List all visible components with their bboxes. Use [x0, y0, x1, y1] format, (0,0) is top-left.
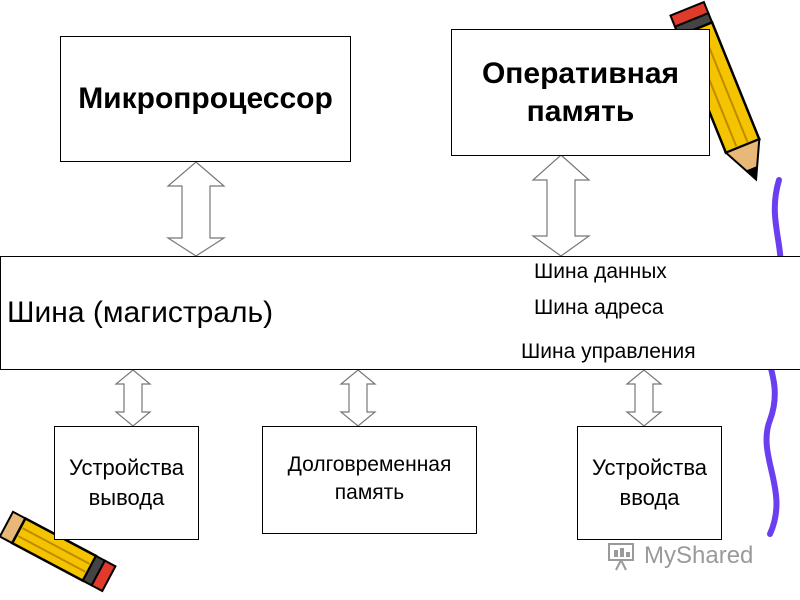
control-bus-label: Шина управления — [521, 340, 696, 363]
watermark: MyShared — [606, 540, 753, 572]
storage-block: Долговременная память — [262, 426, 477, 534]
ram-block: Оперативная память — [451, 29, 710, 156]
output-devices-block: Устройства вывода — [54, 426, 199, 540]
watermark-text: MyShared — [644, 542, 754, 569]
bus-label: Шина (магистраль) — [7, 296, 274, 329]
storage-label: Долговременная память — [287, 453, 452, 505]
address-bus-label: Шина адреса — [534, 296, 664, 319]
presentation-icon — [608, 543, 634, 571]
output-devices-label: Устройства вывода — [68, 455, 185, 510]
input-devices-block: Устройства ввода — [577, 426, 722, 540]
cpu-bus-arrow — [165, 161, 227, 257]
ram-bus-arrow — [531, 154, 591, 257]
bus-block: Шина (магистраль) — [0, 256, 800, 370]
bus-input-arrow — [625, 369, 663, 427]
data-bus-label: Шина данных — [534, 260, 667, 283]
cpu-block: Микропроцессор — [60, 36, 351, 162]
input-devices-label: Устройства ввода — [591, 455, 708, 510]
ram-label: Оперативная память — [481, 57, 680, 128]
bus-output-arrow — [114, 369, 152, 427]
cpu-label: Микропроцессор — [78, 82, 333, 115]
bus-storage-arrow — [339, 369, 377, 427]
